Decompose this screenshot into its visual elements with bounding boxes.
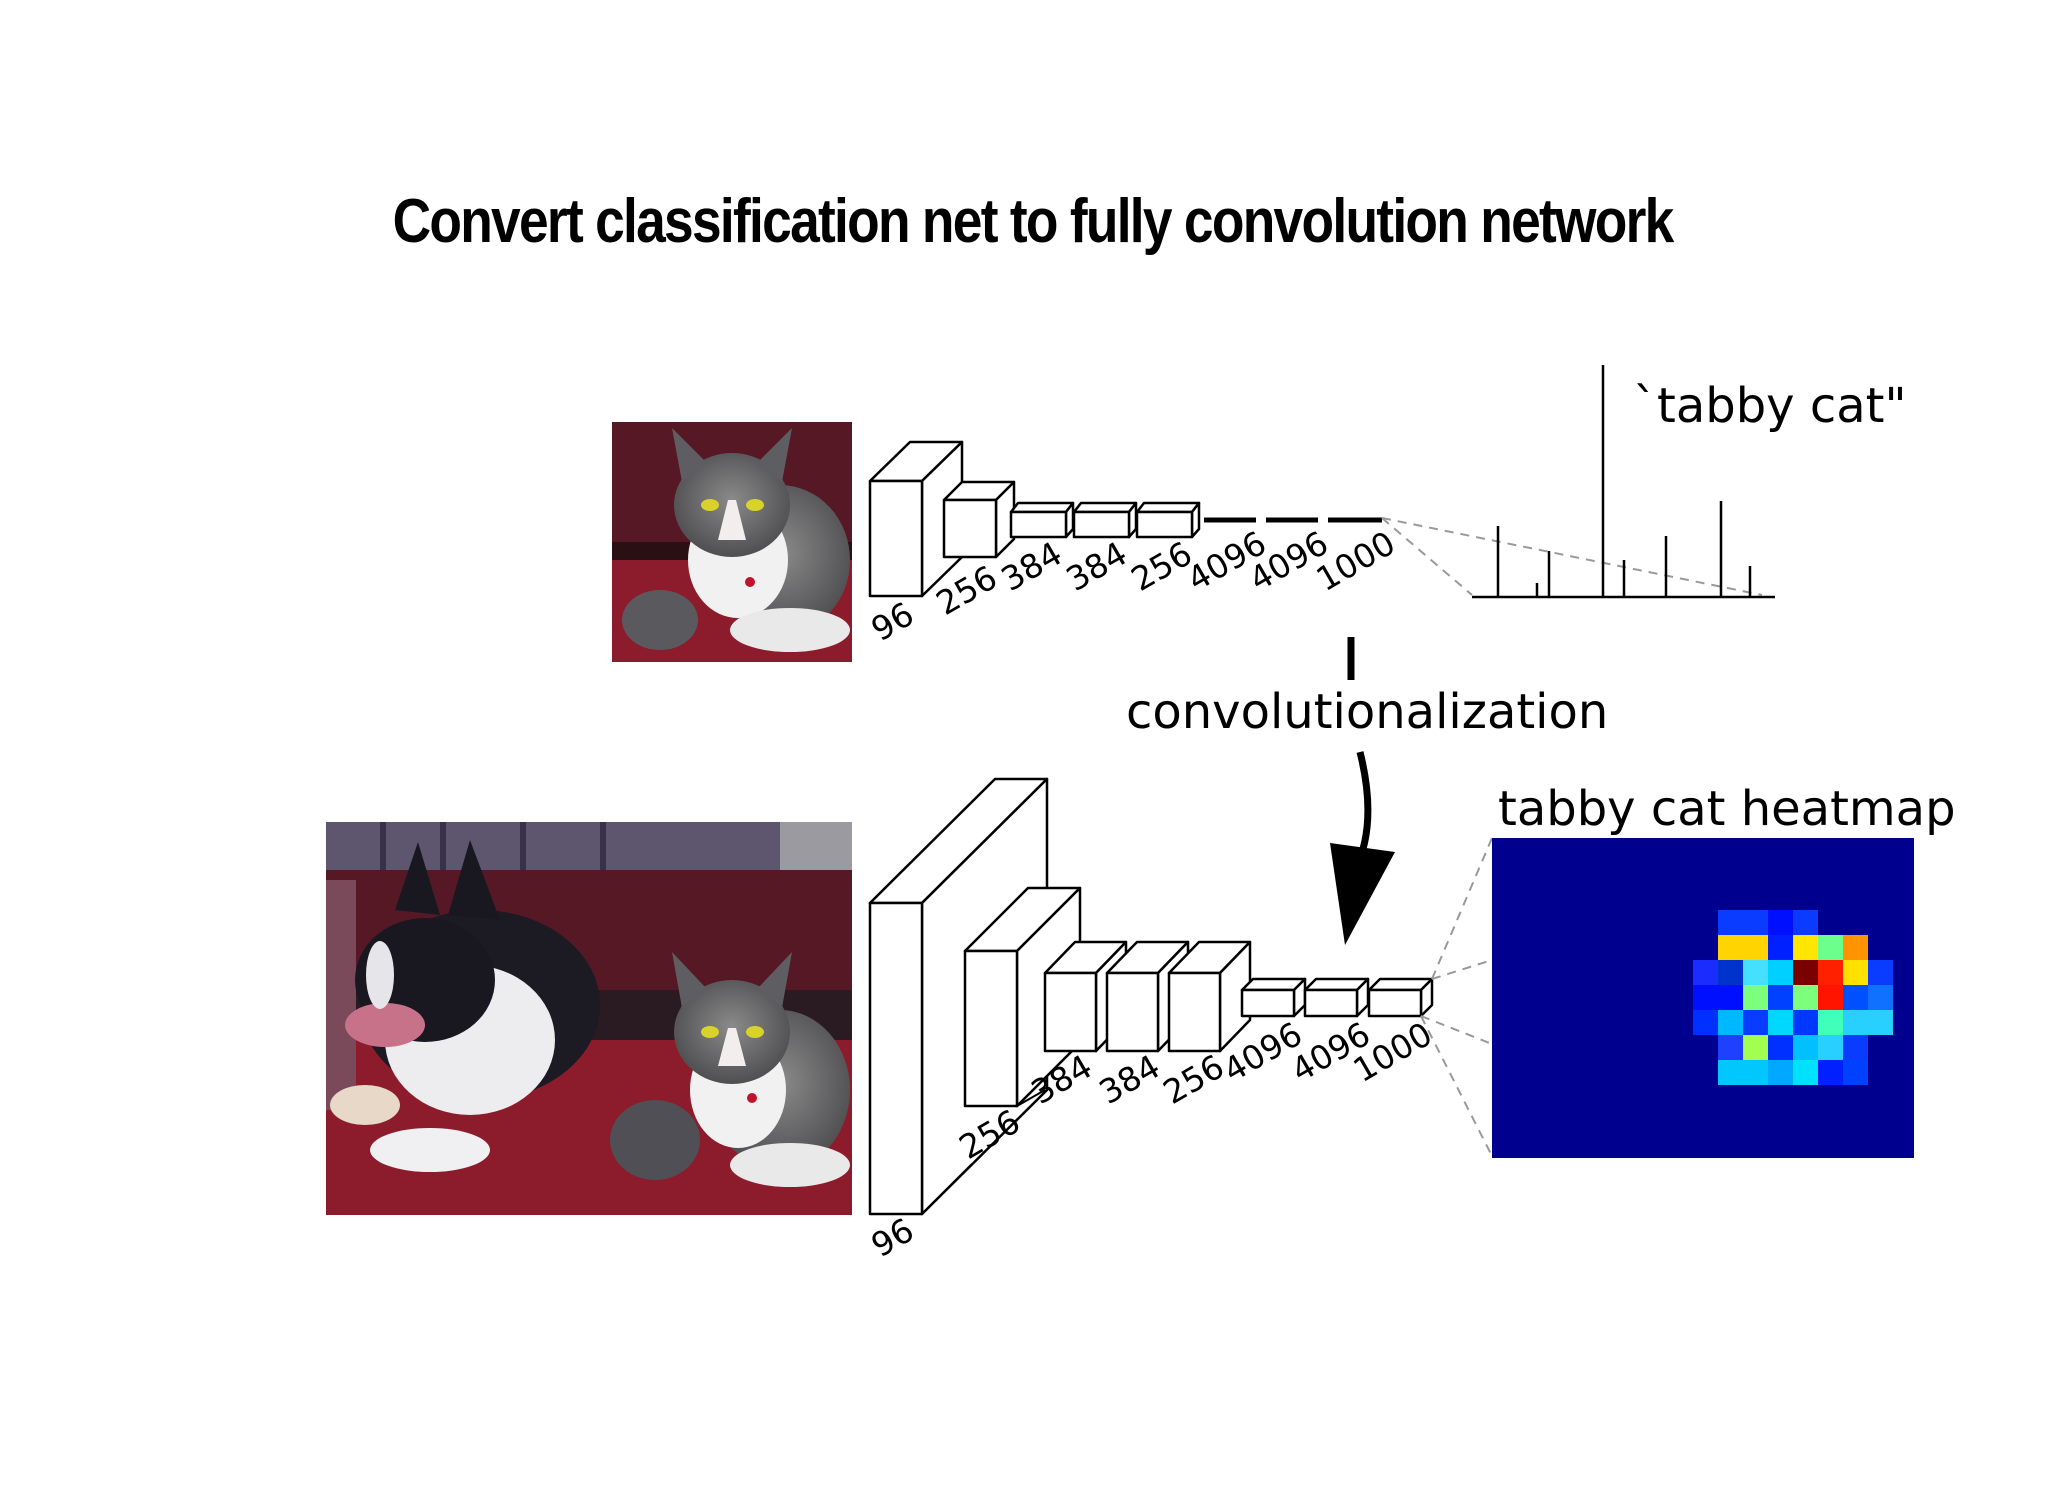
heatmap-cell (1793, 985, 1818, 1010)
heatmap-cell (1743, 960, 1768, 985)
heatmap-cell (1718, 1035, 1743, 1060)
dog-and-cat-photo (326, 822, 852, 1215)
class-score-plot (1472, 365, 1775, 599)
bottom-layer-4096a (1240, 977, 1307, 1018)
top-layer-384a (1009, 501, 1075, 539)
heatmap-cell (1718, 1010, 1743, 1035)
heatmap-cell (1768, 1010, 1793, 1035)
heatmap-cell (1743, 1010, 1768, 1035)
layer-label: 384 (1093, 1047, 1167, 1112)
top-layer-256 (942, 480, 1016, 559)
heatmap-cell (1768, 910, 1793, 935)
heatmap-cell (1843, 1010, 1868, 1035)
bottom-network (868, 777, 1434, 1216)
heatmap-cell (1743, 935, 1768, 960)
class-label: `tabby cat" (1633, 378, 1907, 434)
cat-photo (612, 422, 852, 662)
heatmap-cell (1843, 935, 1868, 960)
heatmap-cell (1743, 910, 1768, 935)
heatmap-cell (1868, 1010, 1893, 1035)
heatmap-cell (1793, 935, 1818, 960)
heatmap-cell (1693, 985, 1718, 1010)
heatmap-cell (1818, 985, 1843, 1010)
heatmap-cell (1843, 985, 1868, 1010)
heatmap-cell (1693, 1010, 1718, 1035)
layer-label: 384 (1060, 534, 1134, 599)
bottom-connectors (1420, 837, 1493, 1157)
heatmap-cell (1818, 960, 1843, 985)
heatmap-cell (1843, 960, 1868, 985)
heatmap-cell (1793, 960, 1818, 985)
heatmap-cell (1768, 935, 1793, 960)
heatmap-cell (1868, 960, 1893, 985)
heatmap-cell (1793, 910, 1818, 935)
tabby-cat-heatmap (1492, 838, 1914, 1158)
top-network (868, 440, 1382, 598)
heatmap-cell (1768, 1035, 1793, 1060)
heatmap-cell (1718, 985, 1743, 1010)
heatmap-cell (1768, 1060, 1793, 1085)
heatmap-cell (1718, 910, 1743, 935)
heatmap-cell (1818, 1010, 1843, 1035)
arrow-label: convolutionalization (1126, 684, 1608, 740)
top-connectors (1381, 517, 1763, 596)
top-layer-384b (1072, 501, 1138, 539)
heatmap-cell (1818, 1060, 1843, 1085)
slide-title: Convert classification net to fully conv… (392, 187, 1675, 256)
heatmap-cell (1818, 1035, 1843, 1060)
convolutionalization-arrow (1330, 637, 1395, 945)
heatmap-cell (1843, 1035, 1868, 1060)
heatmap-cell (1868, 985, 1893, 1010)
heatmap-cell (1743, 1035, 1768, 1060)
top-layer-256b (1135, 501, 1201, 539)
layer-label: 96 (865, 594, 921, 649)
heatmap-cell (1743, 1060, 1768, 1085)
heatmap-cell (1718, 1060, 1743, 1085)
heatmap-cell (1843, 1060, 1868, 1085)
heatmap-cell (1718, 935, 1743, 960)
heatmap-cell (1718, 960, 1743, 985)
heatmap-label: tabby cat heatmap (1498, 781, 1956, 837)
layer-label: 1000 (1310, 523, 1402, 599)
heatmap-cell (1818, 935, 1843, 960)
layer-label: 96 (865, 1210, 921, 1265)
heatmap-cell (1768, 985, 1793, 1010)
bottom-layer-1000 (1367, 977, 1434, 1018)
bottom-layer-256 (963, 886, 1082, 1108)
heatmap-cell (1793, 1035, 1818, 1060)
bottom-layer-4096b (1303, 977, 1370, 1018)
heatmap-cell (1793, 1060, 1818, 1085)
bottom-layer-256b (1167, 940, 1252, 1053)
heatmap-cell (1768, 960, 1793, 985)
heatmap-cell (1743, 985, 1768, 1010)
heatmap-cell (1793, 1010, 1818, 1035)
heatmap-cell (1693, 960, 1718, 985)
